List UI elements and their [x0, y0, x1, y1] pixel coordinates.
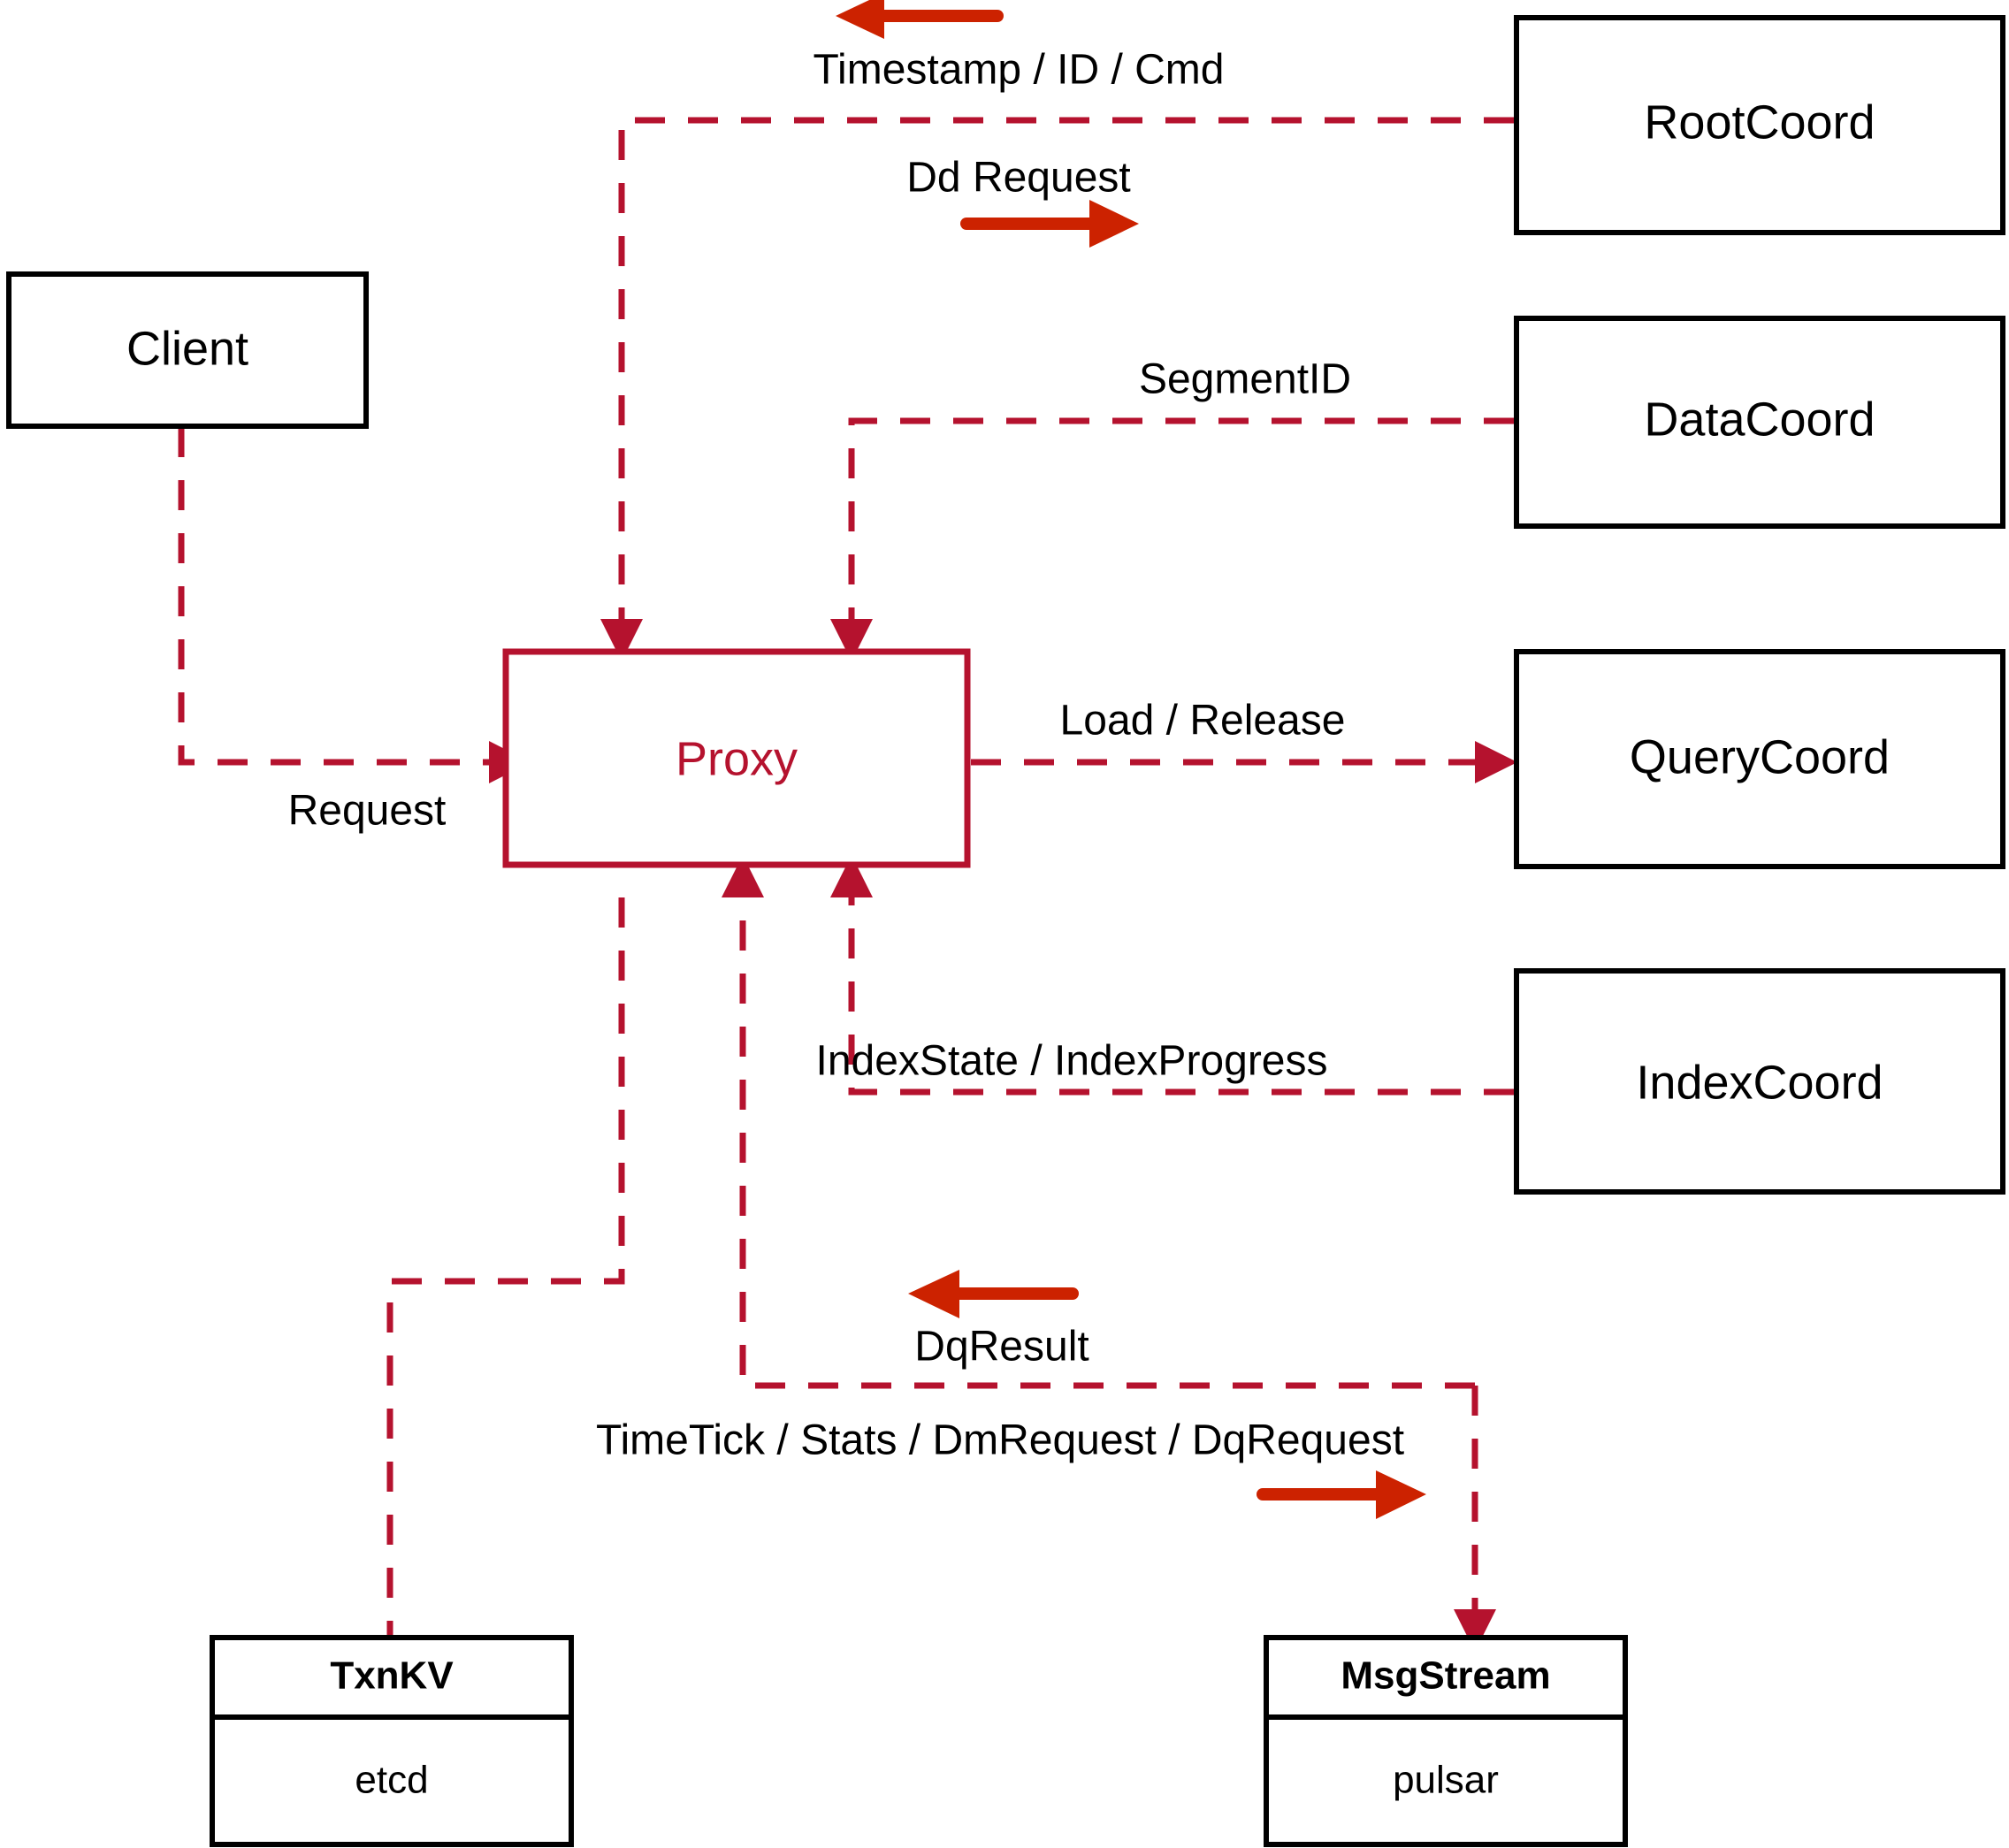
edge-label-request: Request	[288, 788, 447, 835]
node-proxy[interactable]: Proxy	[502, 648, 971, 868]
edge-label-load-release: Load / Release	[1060, 698, 1346, 745]
node-datacoord-label: DataCoord	[1644, 393, 1875, 446]
edge-proxy-msgstream	[1454, 1386, 1496, 1652]
edge-label-dd-request: Dd Request	[906, 155, 1130, 202]
edge-label-indexstate: IndexState / IndexProgress	[816, 1038, 1328, 1085]
edge-label-segmentid: SegmentID	[1139, 356, 1351, 403]
node-rootcoord[interactable]: RootCoord	[1514, 15, 2005, 235]
edge-datacoord-proxy	[830, 417, 1514, 661]
edge-proxy-txnkv	[386, 897, 625, 1638]
node-indexcoord-label: IndexCoord	[1636, 1056, 1883, 1109]
node-querycoord-label: QueryCoord	[1630, 730, 1890, 783]
edge-label-dqresult: DqResult	[914, 1324, 1089, 1371]
node-rootcoord-label: RootCoord	[1644, 95, 1875, 149]
edge-proxy-querycoord	[971, 741, 1517, 783]
edge-label-timestamp: Timestamp / ID / Cmd	[814, 47, 1225, 94]
edge-proxy-rootcoord-timestamp	[600, 117, 1514, 661]
node-msgstream-sublabel: pulsar	[1393, 1759, 1499, 1802]
node-client-label: Client	[126, 322, 248, 375]
direction-arrow-timestamp	[836, 0, 1004, 39]
direction-arrow-dqresult	[908, 1270, 1079, 1318]
edge-client-proxy	[178, 427, 531, 783]
edge-label-timetick: TimeTick / Stats / DmRequest / DqRequest	[596, 1417, 1404, 1464]
node-datacoord[interactable]: DataCoord	[1514, 316, 2005, 529]
node-client[interactable]: Client	[6, 271, 369, 429]
node-proxy-label: Proxy	[676, 732, 798, 785]
direction-arrow-msgstream	[1257, 1470, 1426, 1519]
direction-arrow-dd-request	[960, 200, 1139, 248]
edge-msgstream-dqresult	[722, 855, 1475, 1389]
node-txnkv-label: TxnKV	[330, 1654, 454, 1698]
node-msgstream[interactable]: MsgStream pulsar	[1264, 1635, 1628, 1847]
node-txnkv-sublabel: etcd	[355, 1759, 428, 1802]
edge-indexcoord-proxy	[830, 855, 1514, 1096]
node-txnkv[interactable]: TxnKV etcd	[210, 1635, 574, 1847]
node-indexcoord[interactable]: IndexCoord	[1514, 968, 2005, 1195]
node-querycoord[interactable]: QueryCoord	[1514, 649, 2005, 869]
node-msgstream-label: MsgStream	[1341, 1654, 1550, 1698]
